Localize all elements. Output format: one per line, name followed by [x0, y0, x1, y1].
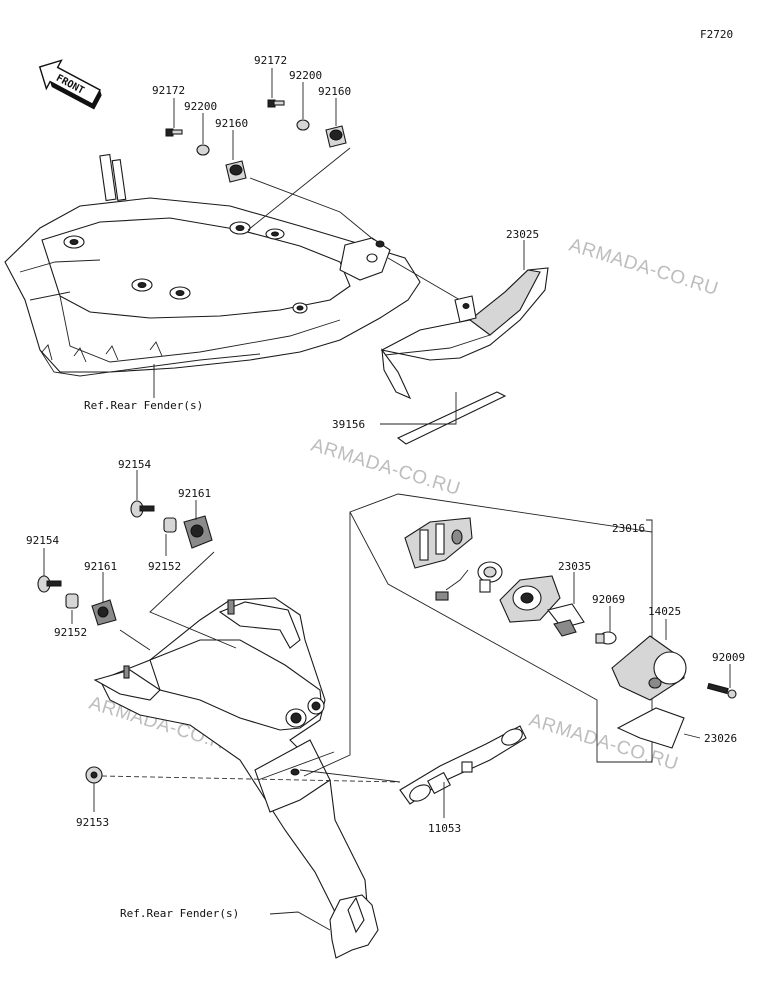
washer-92200-a — [196, 144, 210, 156]
grommet-92160-b — [325, 125, 347, 148]
callout-92161-b: 92161 — [84, 560, 117, 573]
assembly-line-upper-a — [247, 147, 351, 231]
callout-92152-a: 92152 — [148, 560, 181, 573]
lamp-housing-23035 — [499, 575, 561, 623]
callout-23035: 23035 — [558, 560, 591, 573]
callout-92160-a: 92160 — [215, 117, 248, 130]
callout-14025: 14025 — [648, 605, 681, 618]
callout-11053: 11053 — [428, 822, 461, 835]
callout-92069: 92069 — [592, 593, 625, 606]
bolt-92153 — [85, 766, 103, 784]
callout-92172-a: 92172 — [152, 84, 185, 97]
ref-rear-fender-top: Ref.Rear Fender(s) — [84, 399, 203, 412]
figure-id: F2720 — [700, 28, 733, 41]
callout-92153: 92153 — [76, 816, 109, 829]
watermark-3: ARMADA-CO.RU — [309, 435, 463, 500]
plate-bracket-11053 — [399, 725, 527, 805]
bulb-92069 — [595, 631, 617, 645]
screw-92172-b — [267, 99, 285, 108]
callout-92154-a: 92154 — [118, 458, 151, 471]
watermark-2: ARMADA-CO.RU — [567, 235, 721, 300]
callout-92160-b: 92160 — [318, 85, 351, 98]
callout-23025: 23025 — [506, 228, 539, 241]
washer-92200-b — [296, 119, 310, 131]
rear-fender-bracket — [93, 597, 379, 959]
callout-23026: 23026 — [704, 732, 737, 745]
callout-92152-b: 92152 — [54, 626, 87, 639]
assembly-line-upper-c — [387, 257, 461, 301]
grommet-92161-a — [183, 515, 213, 549]
grommet-92160-a — [225, 160, 247, 183]
socket-wire — [435, 561, 503, 601]
pad-39156 — [396, 391, 507, 445]
lens-14025 — [611, 635, 687, 701]
callout-92172-b: 92172 — [254, 54, 287, 67]
clip-23035 — [547, 603, 585, 637]
cover-23026 — [616, 707, 685, 749]
callout-92200-b: 92200 — [289, 69, 322, 82]
screw-92154-b — [37, 575, 62, 593]
callout-92200-a: 92200 — [184, 100, 217, 113]
collar-92152-a — [163, 517, 177, 533]
assembly-line-upper-b — [249, 177, 375, 241]
group-box-23016 — [349, 493, 653, 763]
screw-92172-a — [165, 128, 183, 137]
tail-lamp-23025 — [380, 267, 549, 400]
callout-92154-b: 92154 — [26, 534, 59, 547]
rear-cowl-assembly — [4, 153, 421, 377]
screw-92154-a — [130, 500, 155, 518]
lamp-base-23016 — [404, 517, 473, 569]
grommet-92161-b — [91, 599, 117, 626]
callout-39156: 39156 — [332, 418, 365, 431]
callout-92009: 92009 — [712, 651, 745, 664]
callout-92161-a: 92161 — [178, 487, 211, 500]
collar-92152-b — [65, 593, 79, 609]
callout-23016: 23016 — [612, 522, 645, 535]
front-arrow-icon: FRONT — [38, 59, 102, 110]
ref-rear-fender-bottom: Ref.Rear Fender(s) — [120, 907, 239, 920]
screw-92009 — [706, 682, 737, 699]
